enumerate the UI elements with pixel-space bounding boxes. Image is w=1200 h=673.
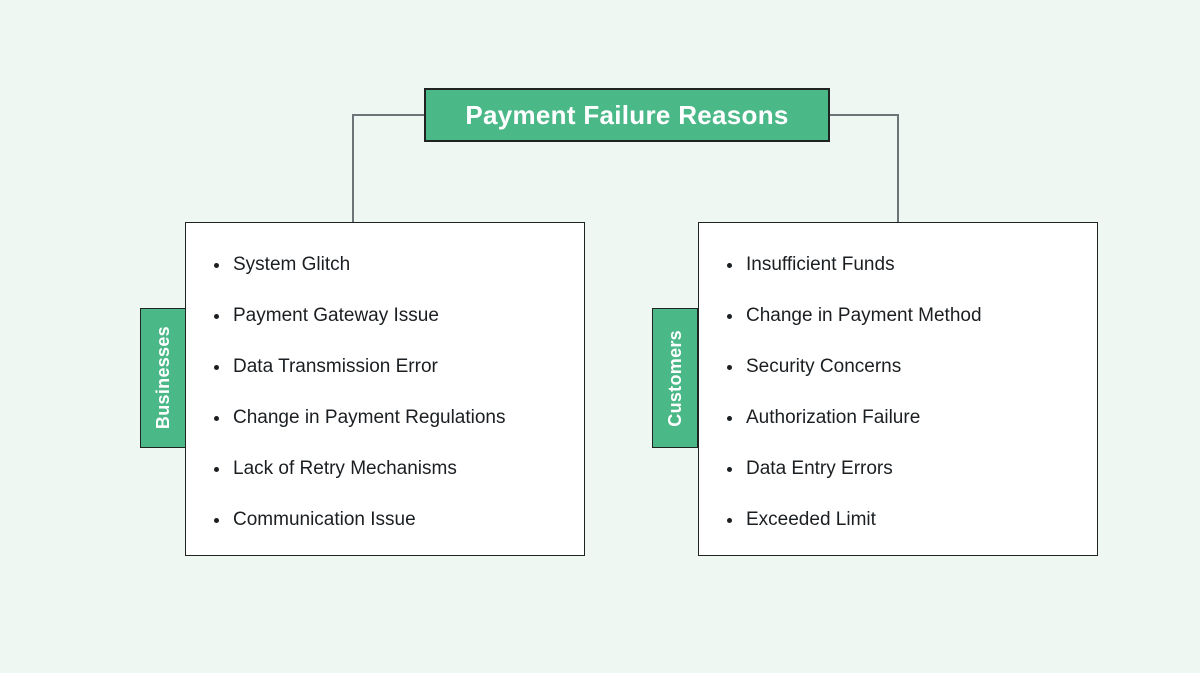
list-item: Data Entry Errors bbox=[744, 458, 1087, 480]
customers-list-box[interactable]: Insufficient Funds Change in Payment Met… bbox=[698, 222, 1098, 556]
list-item: Insufficient Funds bbox=[744, 254, 1087, 276]
list-item: Lack of Retry Mechanisms bbox=[231, 458, 574, 480]
connector-right-vertical bbox=[897, 114, 899, 222]
list-item: Payment Gateway Issue bbox=[231, 305, 574, 327]
group-tab-businesses[interactable]: Businesses bbox=[140, 308, 186, 448]
customers-list: Insufficient Funds Change in Payment Met… bbox=[699, 254, 1097, 531]
list-item: Change in Payment Method bbox=[744, 305, 1087, 327]
group-label-businesses: Businesses bbox=[152, 326, 173, 430]
connector-left-horizontal bbox=[352, 114, 425, 116]
list-item: System Glitch bbox=[231, 254, 574, 276]
businesses-list-box[interactable]: System Glitch Payment Gateway Issue Data… bbox=[185, 222, 585, 556]
list-item: Communication Issue bbox=[231, 509, 574, 531]
list-item: Data Transmission Error bbox=[231, 356, 574, 378]
diagram-title: Payment Failure Reasons bbox=[465, 99, 789, 130]
connector-left-vertical bbox=[352, 114, 354, 222]
businesses-list: System Glitch Payment Gateway Issue Data… bbox=[186, 254, 584, 531]
group-label-customers: Customers bbox=[664, 329, 685, 427]
list-item: Authorization Failure bbox=[744, 407, 1087, 429]
list-item: Change in Payment Regulations bbox=[231, 407, 574, 429]
list-item: Exceeded Limit bbox=[744, 509, 1087, 531]
group-tab-customers[interactable]: Customers bbox=[652, 308, 698, 448]
list-item: Security Concerns bbox=[744, 356, 1087, 378]
root-node-payment-failure-reasons[interactable]: Payment Failure Reasons bbox=[424, 88, 830, 142]
connector-right-horizontal bbox=[829, 114, 899, 116]
